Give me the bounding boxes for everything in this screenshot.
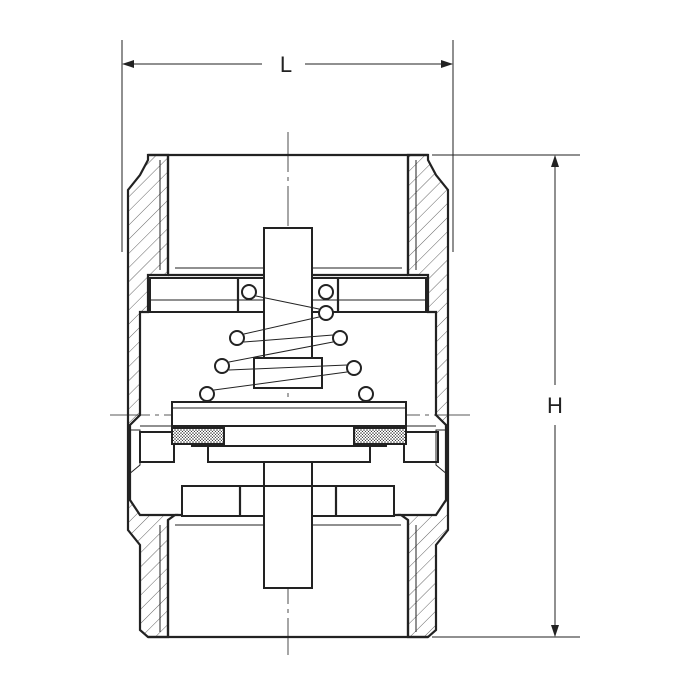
spring-coil [318,284,334,300]
spring-wire [255,295,320,310]
disc-base [207,445,371,463]
seat-step-left [139,431,175,463]
dimension-length: L [121,40,454,252]
spring-coil [332,330,348,346]
seal-ring-left [171,427,225,445]
seat-step-right [403,431,439,463]
spring-coil [241,284,257,300]
spring-coil [199,386,215,402]
right-notch-detail [435,429,449,476]
dimension-height: H [432,154,580,638]
spring-wire [213,371,348,391]
left-notch-detail [127,429,141,476]
seal-ring-right [353,427,407,445]
spring-wire [243,316,320,335]
spring-coil [214,358,230,374]
stem-upper [263,227,313,359]
spring-wire [228,364,348,371]
lower-guide [181,485,395,589]
compression-spring [199,284,374,402]
spring-wire [243,334,334,343]
disc-plate [171,401,407,427]
lower-stem-sleeve [263,485,313,589]
spring-coil [229,330,245,346]
spring-wire [228,341,334,363]
spring-coil [318,305,334,321]
height-label: H [547,393,563,418]
valve-disc [139,401,439,463]
valve-body [126,153,450,639]
spring-coil [346,360,362,376]
spring-coil [358,386,374,402]
length-label: L [280,52,292,77]
